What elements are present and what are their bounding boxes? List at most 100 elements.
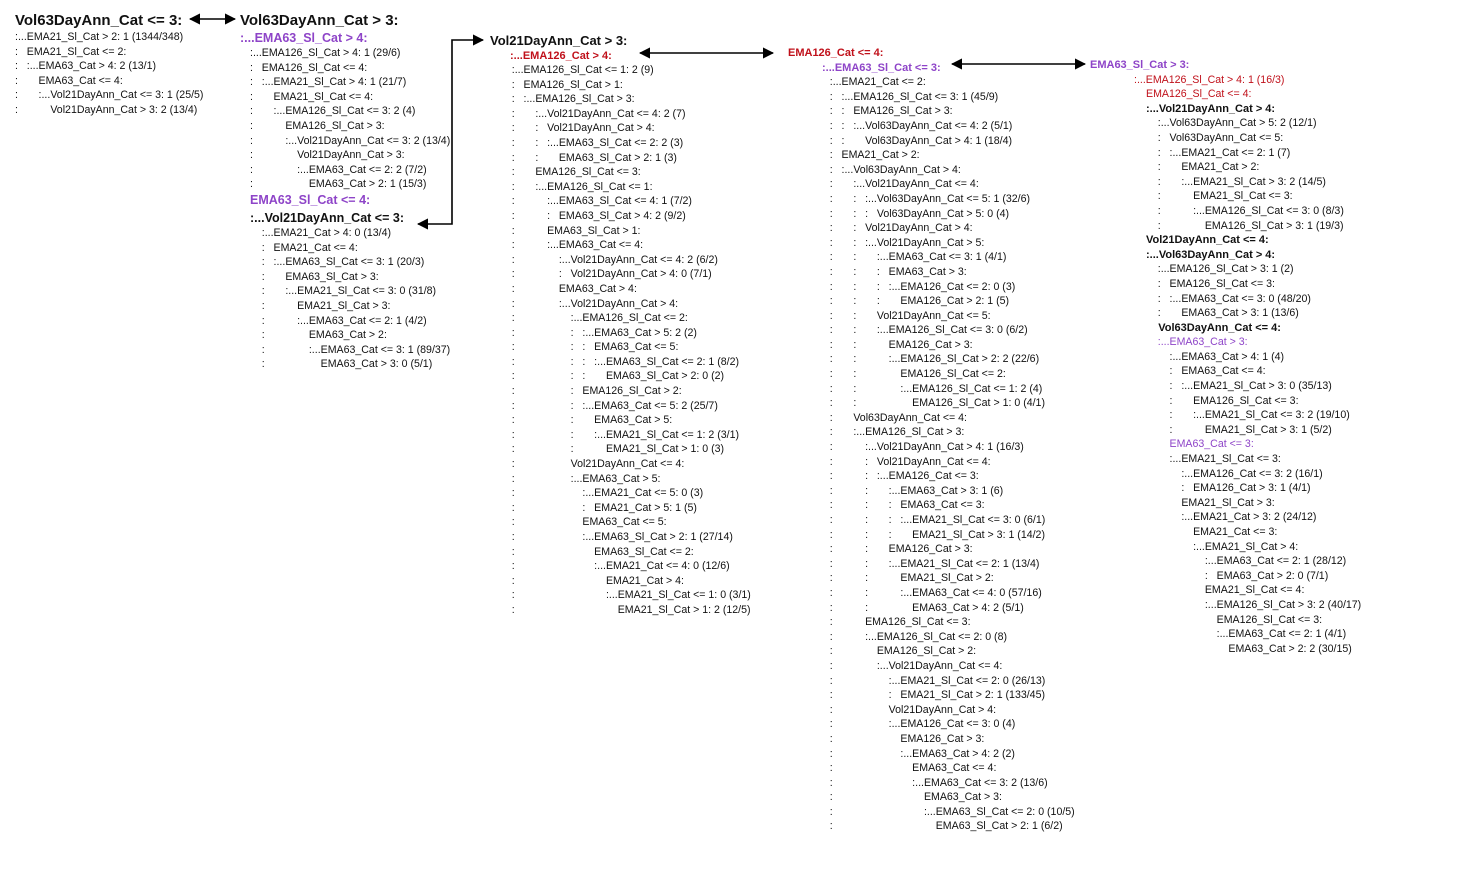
rule-line: :...EMA126_Sl_Cat > 3: 1 (2) (1146, 263, 1294, 276)
rule-line: :...EMA63_Cat <= 2: 1 (4/1) (1146, 628, 1347, 641)
rule-line: : :...EMA21_Cat <= 5: 0 (3) (500, 487, 704, 500)
rule-line: :...EMA126_Cat <= 3: 2 (16/1) (1146, 467, 1323, 480)
col2-title: Vol63DayAnn_Cat > 3: (240, 12, 399, 29)
rule-line: : :...EMA126_Sl_Cat <= 3: 1 (45/9) (818, 90, 999, 103)
rule-line: : :...Vol21DayAnn_Cat <= 4: 2 (7) (500, 107, 686, 120)
rule-line: : :...Vol21DayAnn_Cat > 4: 1 (16/3) (818, 441, 1024, 454)
rule-line: : : EMA63_Cat > 5: (500, 414, 673, 427)
rule-line: : :...EMA21_Cat <= 2: 1 (7) (1146, 146, 1291, 159)
rule-line: : : EMA126_Cat > 3: (818, 338, 973, 351)
rule-line: : : :...EMA63_Sl_Cat <= 2: 2 (3) (500, 136, 684, 149)
rule-line: EMA21_Sl_Cat <= 4: (1146, 584, 1305, 597)
rule-line: : Vol21DayAnn_Cat > 4: (818, 703, 997, 716)
rule-line: : : :...Vol63DayAnn_Cat <= 4: 2 (5/1) (818, 119, 1013, 132)
rule-line: : Vol21DayAnn_Cat > 3: (250, 149, 405, 162)
rule-line: : EMA63_Cat > 3: 0 (5/1) (250, 358, 433, 371)
rule-line: : : :...EMA63_Cat <= 3: 1 (4/1) (818, 251, 1007, 264)
rule-line: : :...EMA63_Cat <= 3: 0 (48/20) (1146, 292, 1311, 305)
rule-line: : : Vol21DayAnn_Cat > 4: (818, 222, 973, 235)
rule-line: : :...EMA63_Cat <= 3: 1 (89/37) (250, 343, 451, 356)
rule-line: : EMA21_Cat > 4: (500, 574, 684, 587)
rule-line: : : :...EMA63_Cat <= 4: 0 (57/16) (818, 586, 1042, 599)
rule-line: : :...Vol21DayAnn_Cat > 4: (500, 297, 679, 310)
rule-line: : EMA63_Sl_Cat > 1: (500, 224, 641, 237)
rule-line: :...EMA63_Cat > 3: (1146, 336, 1248, 349)
rule-line: : : EMA126_Sl_Cat > 1: 0 (4/1) (818, 397, 1045, 410)
rule-line: : : :...EMA126_Sl_Cat <= 1: 2 (4) (818, 382, 1043, 395)
rule-line: : EMA63_Sl_Cat > 2: 1 (6/2) (818, 820, 1063, 833)
rule-line: : EMA63_Sl_Cat > 3: (250, 270, 379, 283)
rule-line: : :...EMA21_Sl_Cat > 3: 2 (14/5) (1146, 175, 1326, 188)
rule-line: : :...EMA21_Sl_Cat <= 3: 0 (31/8) (250, 285, 437, 298)
col2-sub1: :...EMA63_Sl_Cat > 4: (240, 31, 368, 45)
rule-line: : : : :...EMA126_Cat <= 2: 0 (3) (818, 280, 1016, 293)
col5-sub2: EMA126_Sl_Cat <= 4: (1146, 88, 1252, 101)
rule-line: : :...EMA63_Cat > 4: 2 (2) (818, 747, 1015, 760)
rule-line: : EMA126_Sl_Cat <= 3: (500, 166, 641, 179)
rule-line: : : :...Vol63DayAnn_Cat <= 5: 1 (32/6) (818, 192, 1030, 205)
rule-line: : :...EMA63_Sl_Cat > 2: 1 (27/14) (500, 531, 733, 543)
rule-line: : EMA126_Sl_Cat <= 3: (1146, 394, 1299, 407)
rule-line: : : EMA21_Sl_Cat > 2: 1 (133/45) (818, 689, 1045, 702)
rule-line: : EMA126_Sl_Cat <= 3: (818, 616, 971, 629)
rule-line: : : EMA21_Cat > 5: 1 (5) (500, 501, 697, 514)
rule-line: : : :...EMA126_Sl_Cat <= 3: 0 (6/2) (818, 324, 1028, 337)
rule-line: : : Vol21DayAnn_Cat <= 4: (818, 455, 991, 468)
rule-line: : : : EMA63_Cat > 3: (818, 265, 967, 278)
rule-line: : EMA63_Cat <= 4: (1146, 365, 1266, 378)
rule-line: : : EMA126_Sl_Cat > 2: (500, 385, 682, 398)
col2-sub3: :...Vol21DayAnn_Cat <= 3: (250, 210, 404, 225)
rule-line: : : :...EMA21_Sl_Cat <= 1: 2 (3/1) (500, 428, 740, 441)
rule-line: : :...Vol21DayAnn_Cat <= 3: 2 (13/4) (250, 134, 451, 147)
col1-title: Vol63DayAnn_Cat <= 3: (15, 12, 183, 29)
rule-line: :...EMA21_Sl_Cat > 2: 1 (1344/348) (15, 31, 184, 43)
rule-line: : EMA21_Cat > 2: (818, 149, 920, 162)
arrow-col2-col3 (416, 34, 485, 230)
rule-line: EMA126_Sl_Cat <= 3: (1146, 613, 1323, 626)
rule-line: :...EMA126_Sl_Cat > 3: 2 (40/17) (1146, 598, 1362, 611)
rule-line: : EMA63_Cat <= 4: (15, 74, 123, 87)
col5-rules: :...Vol21DayAnn_Cat > 4: :...Vol63DayAnn… (1090, 102, 1361, 657)
rule-line: : :...EMA126_Cat <= 3: 0 (4) (818, 718, 1016, 731)
rule-line: : EMA21_Sl_Cat <= 4: (250, 90, 374, 103)
rule-line: : :...EMA126_Sl_Cat <= 1: (500, 180, 653, 193)
rule-line: : :...EMA63_Cat > 5: (500, 472, 661, 485)
rule-line: : : EMA126_Sl_Cat > 3: (818, 105, 953, 118)
rule-line: : : Vol21DayAnn_Cat <= 5: (818, 309, 991, 322)
rule-line: : EMA21_Sl_Cat <= 3: (1146, 190, 1293, 203)
rule-line: : :...EMA126_Sl_Cat <= 2: 0 (8) (818, 630, 1008, 643)
rule-line: :...EMA21_Cat > 4: 0 (13/4) (250, 226, 392, 239)
rule-line: : EMA63_Cat > 4: (500, 282, 637, 295)
col2-rules-a: :...EMA126_Sl_Cat > 4: 1 (29/6): EMA126_… (240, 46, 450, 192)
col2-rules-b: :...EMA21_Cat > 4: 0 (13/4) : EMA21_Cat … (240, 226, 450, 372)
rule-line: : : : EMA21_Sl_Cat > 3: 1 (14/2) (818, 528, 1045, 541)
rule-line: : : : EMA126_Cat > 2: 1 (5) (818, 295, 1010, 308)
rule-line: : EMA126_Sl_Cat <= 4: (250, 61, 368, 74)
col1-rules: :...EMA21_Sl_Cat > 2: 1 (1344/348): EMA2… (15, 30, 203, 118)
rule-line: :...EMA126_Sl_Cat <= 1: 2 (9) (500, 64, 654, 76)
rule-line: : : EMA21_Sl_Cat > 2: (818, 572, 994, 585)
rule-line: : : :...EMA126_Sl_Cat > 2: 2 (22/6) (818, 353, 1040, 366)
rule-line: : EMA21_Sl_Cat > 3: 1 (5/2) (1146, 423, 1332, 436)
rule-line: : : EMA63_Sl_Cat > 2: 1 (3) (500, 151, 677, 164)
col2-sub2: EMA63_Sl_Cat <= 4: (250, 192, 371, 207)
col4-sub: :...EMA63_Sl_Cat <= 3: (822, 61, 941, 74)
rule-line: : : : Vol63DayAnn_Cat > 5: 0 (4) (818, 207, 1010, 220)
rule-line: : :...EMA21_Sl_Cat <= 3: 2 (19/10) (1146, 409, 1350, 422)
rule-line: : :...EMA21_Sl_Cat > 4: 1 (21/7) (250, 76, 407, 89)
rule-line: : EMA21_Cat > 2: (1146, 161, 1260, 174)
rule-line: : : :...Vol21DayAnn_Cat > 5: (818, 236, 985, 249)
rule-line: : : EMA126_Sl_Cat <= 2: (818, 368, 1006, 381)
rule-line: : EMA126_Sl_Cat > 1: (500, 78, 623, 91)
column-5: EMA63_Sl_Cat > 3: :...EMA126_Sl_Cat > 4:… (1090, 58, 1361, 656)
rule-line: : EMA63_Cat <= 4: (818, 762, 997, 775)
rule-line: : :...EMA126_Sl_Cat <= 3: 2 (4) (250, 105, 416, 118)
rule-line: :...EMA63_Cat <= 2: 1 (28/12) (1146, 555, 1347, 568)
col5-title: EMA63_Sl_Cat > 3: (1090, 59, 1190, 71)
col4-rules: :...EMA21_Cat <= 2: : :...EMA126_Sl_Cat … (788, 75, 1075, 834)
rule-line: : :...EMA21_Sl_Cat > 3: 0 (35/13) (1146, 380, 1332, 393)
rule-line: : :...EMA126_Sl_Cat > 3: (818, 426, 965, 439)
rule-line: Vol21DayAnn_Cat <= 4: (1146, 234, 1269, 247)
rule-line: EMA21_Sl_Cat > 3: (1146, 496, 1275, 509)
